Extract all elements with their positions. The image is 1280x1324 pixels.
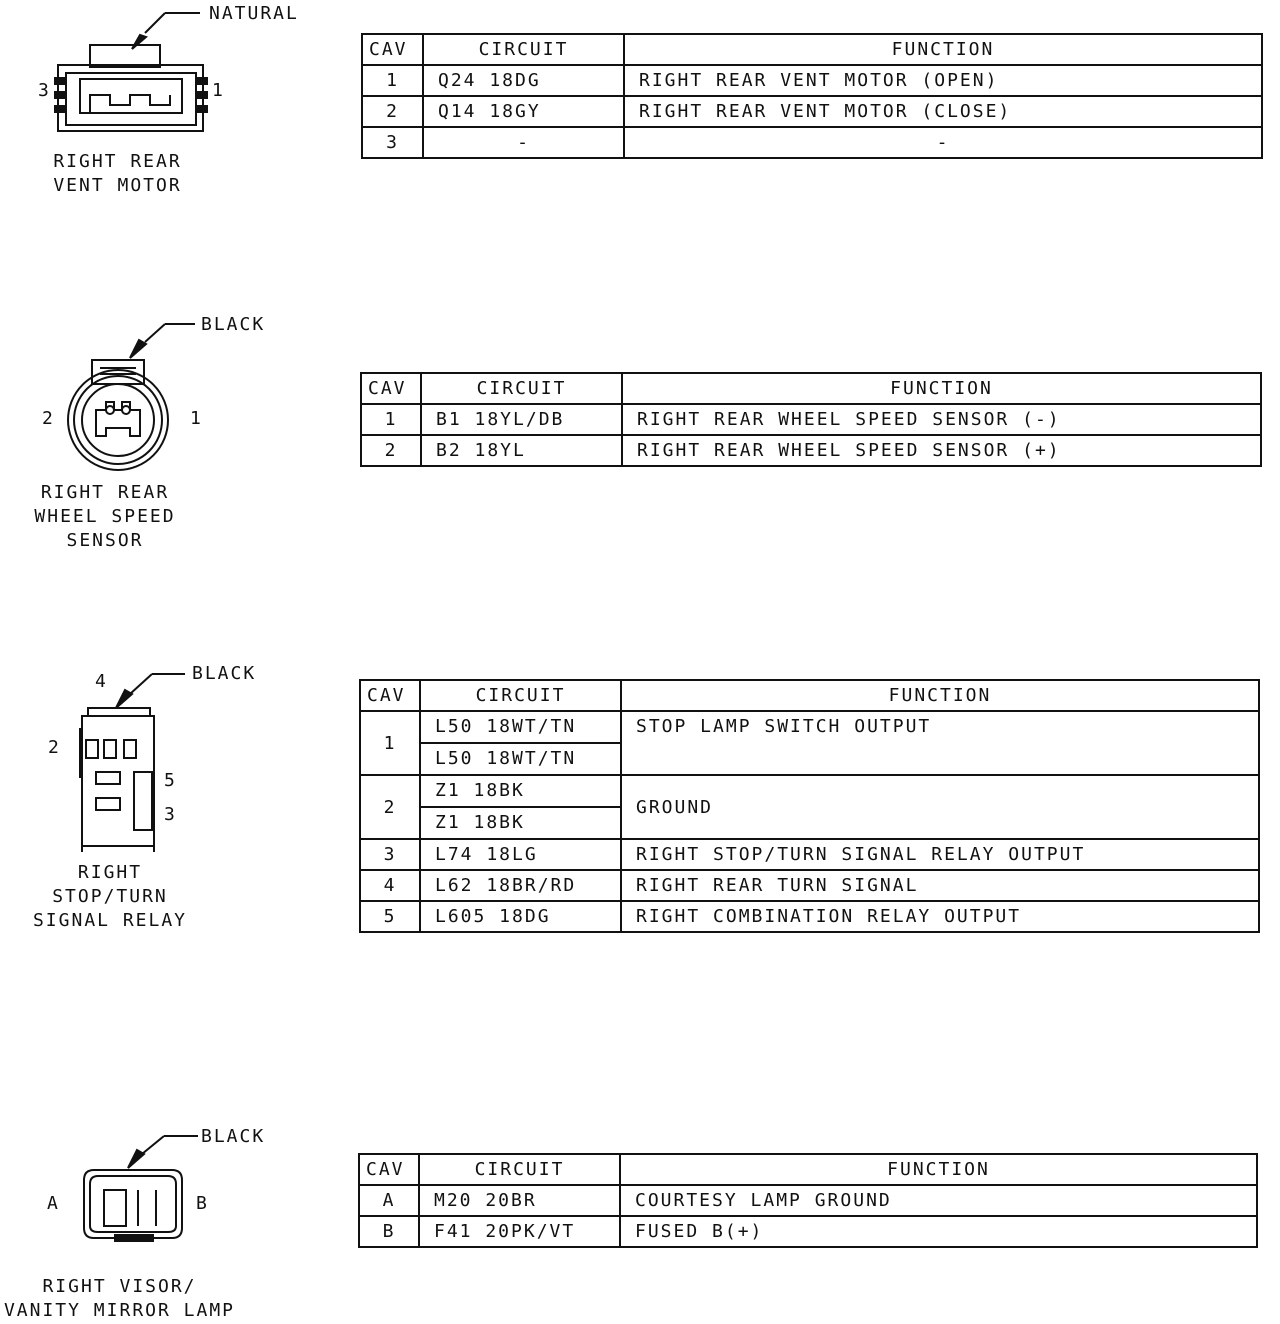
circuit-line: Z1 18BK xyxy=(435,780,525,801)
cav-cell: 2 xyxy=(361,95,424,128)
header-cav: CAV xyxy=(358,1153,420,1186)
circuit-cell-split: L50 18WT/TN L50 18WT/TN xyxy=(419,710,622,776)
header-function: FUNCTION xyxy=(619,1153,1258,1186)
function-cell: RIGHT REAR TURN SIGNAL xyxy=(620,869,1260,902)
visor-lamp-connector-icon xyxy=(83,1135,198,1242)
header-circuit: CIRCUIT xyxy=(418,1153,621,1186)
cav-cell: 2 xyxy=(360,434,422,467)
pin-label-right: 1 xyxy=(212,80,225,101)
circuit-cell: M20 20BR xyxy=(418,1184,621,1217)
circuit-cell: - xyxy=(422,126,625,159)
header-function: FUNCTION xyxy=(620,679,1260,712)
table-row: 5 L605 18DG RIGHT COMBINATION RELAY OUTP… xyxy=(359,900,1260,933)
circuit-cell-split: Z1 18BK Z1 18BK xyxy=(419,774,622,840)
pin-label-top: 4 xyxy=(95,671,108,692)
pinout-table-relay: CAV CIRCUIT FUNCTION 1 L50 18WT/TN L50 1… xyxy=(359,679,1260,933)
table-row: A M20 20BR COURTESY LAMP GROUND xyxy=(358,1184,1258,1217)
function-cell: RIGHT COMBINATION RELAY OUTPUT xyxy=(620,900,1260,933)
table-row: 2 Q14 18GY RIGHT REAR VENT MOTOR (CLOSE) xyxy=(361,95,1263,128)
header-cav: CAV xyxy=(360,372,422,405)
pin-label-left: 2 xyxy=(48,737,61,758)
cav-cell: 2 xyxy=(359,774,421,840)
circuit-cell: L62 18BR/RD xyxy=(419,869,622,902)
circuit-cell: F41 20PK/VT xyxy=(418,1215,621,1248)
circuit-cell: Q24 18DG xyxy=(422,64,625,97)
function-cell: STOP LAMP SWITCH OUTPUT xyxy=(620,710,1260,776)
table-row: 3 L74 18LG RIGHT STOP/TURN SIGNAL RELAY … xyxy=(359,838,1260,871)
table-row: B F41 20PK/VT FUSED B(+) xyxy=(358,1215,1258,1248)
pin-label-right-lower: 3 xyxy=(164,804,177,825)
connector-color-label: BLACK xyxy=(201,1126,266,1147)
circuit-cell: L605 18DG xyxy=(419,900,622,933)
table-row: 4 L62 18BR/RD RIGHT REAR TURN SIGNAL xyxy=(359,869,1260,902)
function-cell: RIGHT STOP/TURN SIGNAL RELAY OUTPUT xyxy=(620,838,1260,871)
connector-name: RIGHT STOP/TURN SIGNAL RELAY xyxy=(32,862,188,931)
cav-cell: 3 xyxy=(359,838,421,871)
table-header-row: CAV CIRCUIT FUNCTION xyxy=(360,372,1262,405)
cav-cell: 1 xyxy=(359,710,421,776)
connector-name: RIGHT REAR WHEEL SPEED SENSOR xyxy=(34,482,176,551)
vent-motor-connector-icon xyxy=(54,12,208,132)
table-row: 1 Q24 18DG RIGHT REAR VENT MOTOR (OPEN) xyxy=(361,64,1263,97)
table-row: 1 L50 18WT/TN L50 18WT/TN STOP LAMP SWIT… xyxy=(359,710,1260,776)
connector-name: RIGHT REAR VENT MOTOR xyxy=(53,151,182,196)
connector-name: RIGHT VISOR/ VANITY MIRROR LAMP xyxy=(3,1276,236,1321)
wheel-speed-sensor-connector-icon xyxy=(67,323,195,471)
header-cav: CAV xyxy=(361,33,424,66)
circuit-cell: L74 18LG xyxy=(419,838,622,871)
header-function: FUNCTION xyxy=(621,372,1262,405)
table-header-row: CAV CIRCUIT FUNCTION xyxy=(361,33,1263,66)
table-header-row: CAV CIRCUIT FUNCTION xyxy=(358,1153,1258,1186)
table-row: 2 B2 18YL RIGHT REAR WHEEL SPEED SENSOR … xyxy=(360,434,1262,467)
connector-color-label: BLACK xyxy=(192,663,257,684)
function-cell: RIGHT REAR WHEEL SPEED SENSOR (+) xyxy=(621,434,1262,467)
cav-cell: B xyxy=(358,1215,420,1248)
pinout-table-wheel-speed-sensor: CAV CIRCUIT FUNCTION 1 B1 18YL/DB RIGHT … xyxy=(360,372,1262,467)
circuit-line: Z1 18BK xyxy=(435,812,525,833)
function-cell: RIGHT REAR WHEEL SPEED SENSOR (-) xyxy=(621,403,1262,436)
circuit-line: L50 18WT/TN xyxy=(435,748,577,769)
pin-label-right-upper: 5 xyxy=(164,770,177,791)
table-row: 2 Z1 18BK Z1 18BK GROUND xyxy=(359,774,1260,840)
function-cell: COURTESY LAMP GROUND xyxy=(619,1184,1258,1217)
function-cell: GROUND xyxy=(620,774,1260,840)
pin-label-left: 2 xyxy=(42,408,55,429)
pin-label-right: B xyxy=(196,1193,209,1214)
pinout-table-visor-lamp: CAV CIRCUIT FUNCTION A M20 20BR COURTESY… xyxy=(358,1153,1258,1248)
relay-connector-icon xyxy=(79,673,185,852)
table-row: 1 B1 18YL/DB RIGHT REAR WHEEL SPEED SENS… xyxy=(360,403,1262,436)
table-row: 3 - - xyxy=(361,126,1263,159)
pin-label-left: 3 xyxy=(38,80,51,101)
circuit-cell: Q14 18GY xyxy=(422,95,625,128)
header-circuit: CIRCUIT xyxy=(419,679,622,712)
circuit-cell: B1 18YL/DB xyxy=(420,403,623,436)
header-circuit: CIRCUIT xyxy=(422,33,625,66)
cav-cell: 1 xyxy=(361,64,424,97)
cav-cell: 4 xyxy=(359,869,421,902)
cav-cell: 3 xyxy=(361,126,424,159)
header-function: FUNCTION xyxy=(623,33,1263,66)
header-circuit: CIRCUIT xyxy=(420,372,623,405)
pin-label-left: A xyxy=(47,1193,60,1214)
connector-color-label: BLACK xyxy=(201,314,266,335)
pin-label-right: 1 xyxy=(190,408,203,429)
function-cell: FUSED B(+) xyxy=(619,1215,1258,1248)
function-cell: RIGHT REAR VENT MOTOR (OPEN) xyxy=(623,64,1263,97)
connector-color-label: NATURAL xyxy=(209,3,299,24)
circuit-cell: B2 18YL xyxy=(420,434,623,467)
function-cell: RIGHT REAR VENT MOTOR (CLOSE) xyxy=(623,95,1263,128)
function-cell: - xyxy=(623,126,1263,159)
circuit-line: L50 18WT/TN xyxy=(435,716,577,737)
header-cav: CAV xyxy=(359,679,421,712)
cav-cell: A xyxy=(358,1184,420,1217)
cav-cell: 1 xyxy=(360,403,422,436)
cav-cell: 5 xyxy=(359,900,421,933)
table-header-row: CAV CIRCUIT FUNCTION xyxy=(359,679,1260,712)
pinout-table-vent-motor: CAV CIRCUIT FUNCTION 1 Q24 18DG RIGHT RE… xyxy=(361,33,1263,159)
